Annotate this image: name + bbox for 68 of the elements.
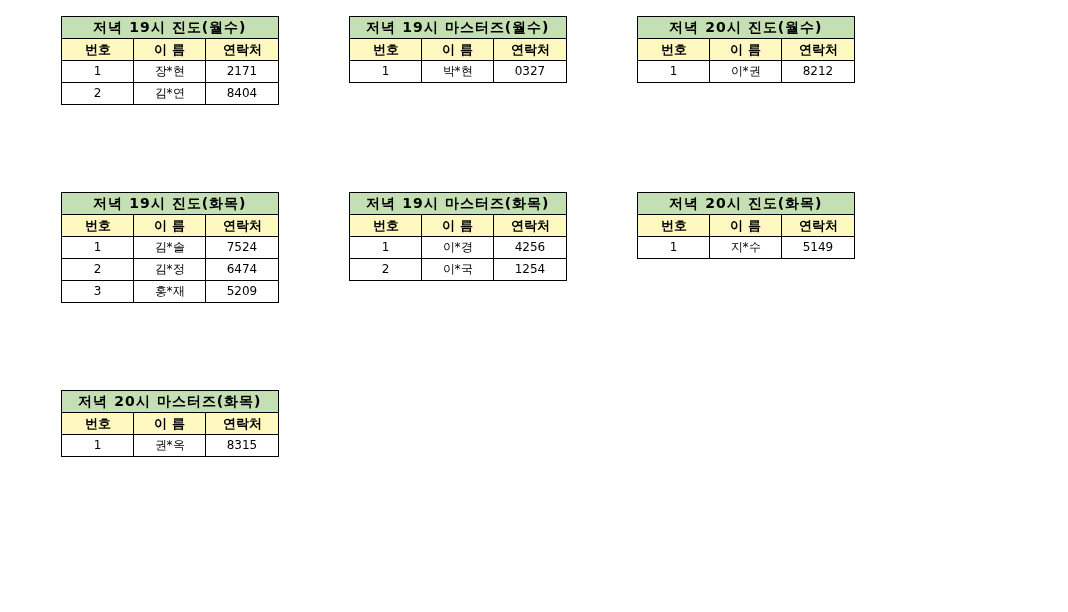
column-header: 연락처	[782, 39, 855, 61]
table-cell: 8315	[206, 435, 279, 457]
table-title: 저녁 19시 마스터즈(월수)	[350, 17, 567, 39]
column-header: 연락처	[782, 215, 855, 237]
column-header: 번호	[638, 215, 710, 237]
column-header: 번호	[62, 215, 134, 237]
column-header: 이 름	[710, 39, 782, 61]
column-header: 이 름	[134, 413, 206, 435]
table-cell: 지*수	[710, 237, 782, 259]
table-cell: 이*권	[710, 61, 782, 83]
table-cell: 1254	[494, 259, 567, 281]
table-cell: 박*현	[422, 61, 494, 83]
table-cell: 권*옥	[134, 435, 206, 457]
table-cell: 1	[638, 61, 710, 83]
table-cell: 1	[62, 61, 134, 83]
table-cell: 1	[62, 435, 134, 457]
table-cell: 홍*재	[134, 281, 206, 303]
table-cell: 김*연	[134, 83, 206, 105]
column-header: 이 름	[422, 39, 494, 61]
column-header: 번호	[350, 39, 422, 61]
schedule-table	[349, 16, 567, 83]
table-cell: 장*현	[134, 61, 206, 83]
column-header: 이 름	[422, 215, 494, 237]
column-header: 연락처	[494, 215, 567, 237]
table-cell: 8404	[206, 83, 279, 105]
schedule-table	[61, 390, 279, 457]
table-title: 저녁 19시 마스터즈(화목)	[350, 193, 567, 215]
table-cell: 2	[350, 259, 422, 281]
column-header: 이 름	[710, 215, 782, 237]
schedule-table	[349, 192, 567, 281]
table-cell: 이*국	[422, 259, 494, 281]
table-cell: 0327	[494, 61, 567, 83]
table-cell: 7524	[206, 237, 279, 259]
column-header: 번호	[350, 215, 422, 237]
column-header: 번호	[62, 413, 134, 435]
schedule-table	[61, 192, 279, 303]
table-cell: 1	[350, 61, 422, 83]
schedule-table	[637, 192, 855, 259]
table-title: 저녁 19시 진도(화목)	[62, 193, 279, 215]
column-header: 연락처	[206, 39, 279, 61]
table-title: 저녁 20시 진도(화목)	[638, 193, 855, 215]
table-cell: 5209	[206, 281, 279, 303]
table-cell: 1	[638, 237, 710, 259]
table-cell: 1	[350, 237, 422, 259]
table-cell: 김*솔	[134, 237, 206, 259]
table-cell: 8212	[782, 61, 855, 83]
column-header: 연락처	[206, 413, 279, 435]
table-cell: 김*정	[134, 259, 206, 281]
table-cell: 3	[62, 281, 134, 303]
column-header: 번호	[62, 39, 134, 61]
schedule-table	[637, 16, 855, 83]
column-header: 연락처	[206, 215, 279, 237]
table-cell: 2	[62, 259, 134, 281]
column-header: 이 름	[134, 215, 206, 237]
table-cell: 1	[62, 237, 134, 259]
schedule-table	[61, 16, 279, 105]
table-cell: 4256	[494, 237, 567, 259]
table-title: 저녁 20시 마스터즈(화목)	[62, 391, 279, 413]
table-title: 저녁 19시 진도(월수)	[62, 17, 279, 39]
column-header: 이 름	[134, 39, 206, 61]
table-cell: 6474	[206, 259, 279, 281]
table-title: 저녁 20시 진도(월수)	[638, 17, 855, 39]
table-cell: 2171	[206, 61, 279, 83]
column-header: 번호	[638, 39, 710, 61]
table-cell: 이*경	[422, 237, 494, 259]
table-cell: 2	[62, 83, 134, 105]
column-header: 연락처	[494, 39, 567, 61]
table-cell: 5149	[782, 237, 855, 259]
